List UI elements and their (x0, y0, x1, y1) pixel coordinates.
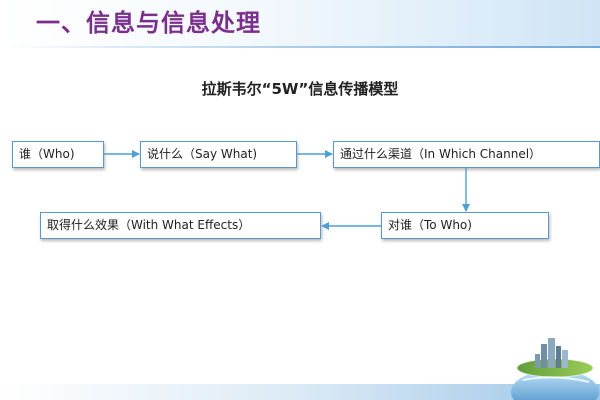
slide-title: 一、信息与信息处理 (36, 9, 261, 37)
header-divider (0, 46, 600, 48)
node-who: 谁（Who) (12, 141, 104, 168)
header-band (0, 0, 600, 46)
globe-city-icon (511, 338, 599, 400)
node-to-whom: 对谁（To Who) (381, 212, 549, 239)
footer-band (0, 384, 600, 400)
node-channel: 通过什么渠道（In Which Channel） (333, 141, 600, 168)
node-say-what: 说什么（Say What) (140, 141, 297, 168)
node-effects: 取得什么效果（With What Effects） (40, 212, 321, 239)
diagram-subtitle: 拉斯韦尔“5W”信息传播模型 (201, 80, 399, 98)
